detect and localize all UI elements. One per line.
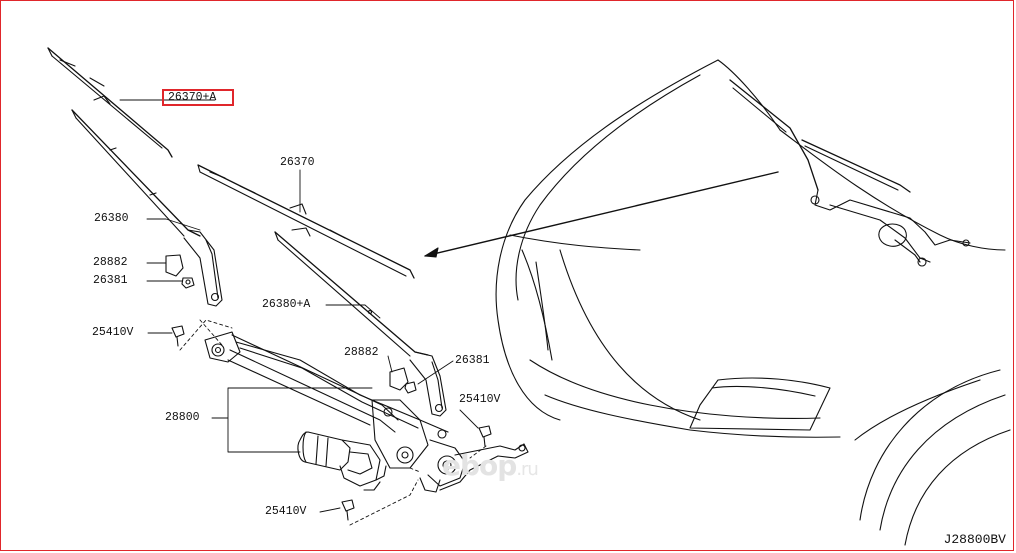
part-label-26381-left[interactable]: 26381: [93, 274, 128, 287]
part-label-28882-right[interactable]: 28882: [344, 346, 379, 359]
part-label-28800[interactable]: 28800: [165, 411, 200, 424]
part-label-26370a[interactable]: 26370+A: [168, 91, 217, 104]
wiper-blade-26370a: [47, 47, 173, 158]
wiper-arm-26380a: [274, 227, 447, 417]
part-label-28882-left[interactable]: 28882: [93, 256, 128, 269]
part-label-25410v-top[interactable]: 25410V: [92, 326, 134, 339]
part-label-26381-right[interactable]: 26381: [455, 354, 490, 367]
part-label-26370[interactable]: 26370: [280, 156, 315, 169]
wiper-arm-26380: [71, 109, 223, 307]
leader-lines: [119, 99, 487, 526]
part-label-25410v-mid[interactable]: 25410V: [459, 393, 501, 406]
cap-and-nut-left: [165, 254, 195, 289]
part-label-25410v-bottom[interactable]: 25410V: [265, 505, 307, 518]
linkage-assembly-28800: [204, 331, 529, 493]
highlight-box: [162, 89, 234, 106]
diagram-code: J28800BV: [943, 532, 1006, 547]
part-label-26380a[interactable]: 26380+A: [262, 298, 311, 311]
car-body-illustration: [424, 59, 1011, 546]
cap-and-nut-right: [389, 367, 417, 394]
bolts-25410v: [171, 325, 492, 521]
wiper-blade-26370: [197, 164, 415, 279]
part-label-26380[interactable]: 26380: [94, 212, 129, 225]
watermark-logo: ebop.ru: [442, 449, 539, 482]
